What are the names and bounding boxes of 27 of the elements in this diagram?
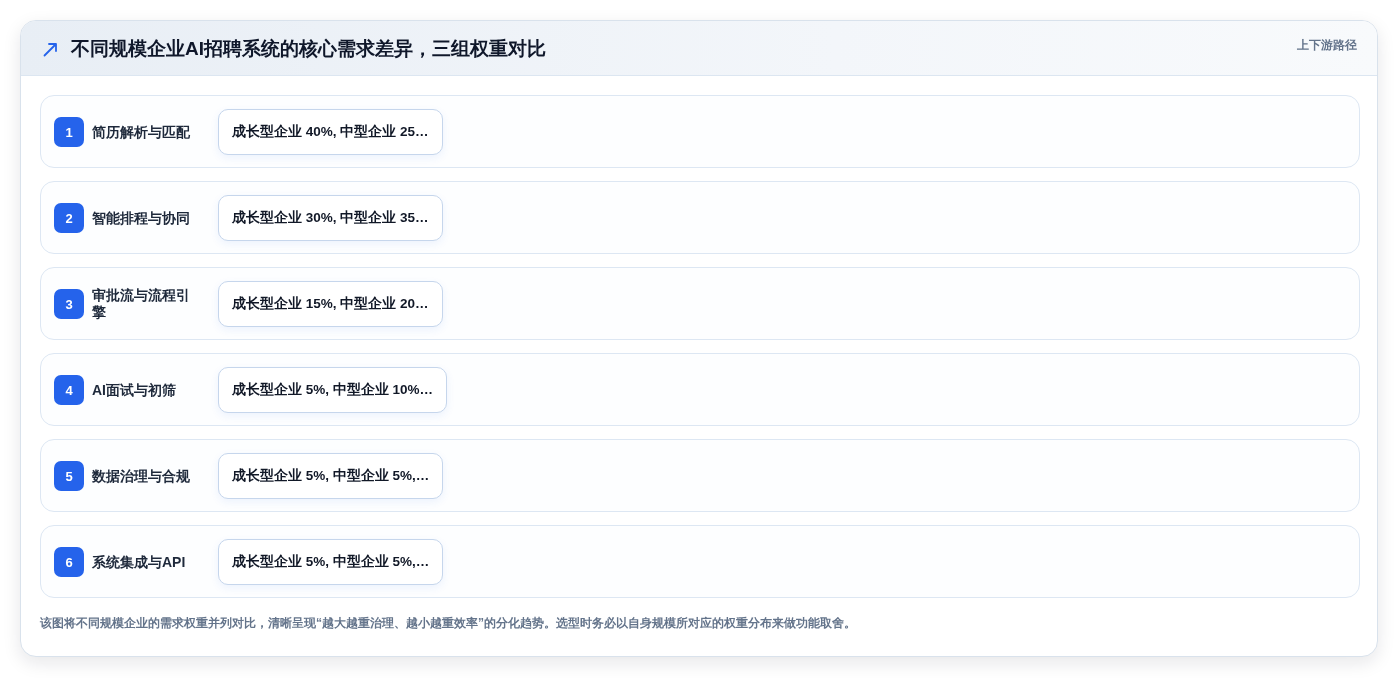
item-label: 审批流与流程引擎 bbox=[92, 286, 191, 321]
row-card bbox=[40, 439, 1360, 512]
row-card bbox=[40, 181, 1360, 254]
number-badge: 5 bbox=[54, 461, 84, 491]
row-card bbox=[40, 353, 1360, 426]
weight-tag: 成长型企业 15%, 中型企业 20… bbox=[218, 281, 443, 327]
item-label: 系统集成与API bbox=[92, 553, 187, 570]
caption-text: 该图将不同规模企业的需求权重并列对比，清晰呈现“越大越重治理、越小越重效率”的分化趋势。选型时务必以自身规模所对应的权重分布来做功能取舍。 bbox=[40, 615, 857, 631]
row-card bbox=[40, 267, 1360, 340]
weight-tag: 成长型企业 30%, 中型企业 35… bbox=[218, 195, 443, 241]
item-label: 简历解析与匹配 bbox=[92, 123, 191, 140]
weight-tag: 成长型企业 5%, 中型企业 5%,… bbox=[218, 453, 444, 499]
weight-tag: 成长型企业 5%, 中型企业 5%,… bbox=[218, 539, 444, 585]
row-card bbox=[40, 525, 1360, 598]
weight-tag: 成长型企业 40%, 中型企业 25… bbox=[218, 109, 443, 155]
number-badge: 6 bbox=[54, 547, 84, 577]
number-badge: 2 bbox=[54, 203, 84, 233]
number-badge: 4 bbox=[54, 375, 84, 405]
item-label: 智能排程与协同 bbox=[92, 209, 191, 226]
number-badge: 1 bbox=[54, 117, 84, 147]
number-badge: 3 bbox=[54, 289, 84, 319]
weight-tag: 成长型企业 5%, 中型企业 10%… bbox=[218, 367, 448, 413]
corner-label: 上下游路径 bbox=[1297, 37, 1357, 53]
item-label: 数据治理与合规 bbox=[92, 467, 191, 484]
diagram-title: 不同规模企业AI招聘系统的核心需求差异，三组权重对比 bbox=[71, 37, 546, 61]
row-card bbox=[40, 95, 1360, 168]
item-label: AI面试与初筛 bbox=[92, 381, 177, 398]
